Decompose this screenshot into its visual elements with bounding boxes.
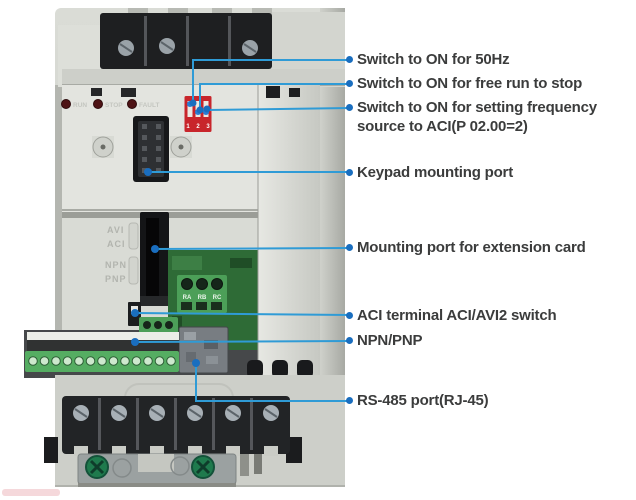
- extension-card-slot: [140, 212, 169, 306]
- power-terminal-block: [62, 396, 290, 456]
- case-label-pnp: PNP: [105, 274, 127, 284]
- upper-panel: RUN STOP FAULT 1 2 3: [61, 85, 258, 212]
- callout-bullet-icon: [346, 56, 353, 63]
- callout-bullet-icon: [346, 169, 353, 176]
- callout-keypad-port: Keypad mounting port: [346, 163, 513, 182]
- control-terminal-strip: [25, 332, 179, 372]
- led-label-fault: FAULT: [139, 102, 159, 109]
- dip-number-3: 3: [206, 124, 210, 130]
- side-cover: [247, 85, 320, 378]
- callout-label: Keypad mounting port: [357, 164, 513, 181]
- rj45-port: [178, 326, 229, 374]
- callout-bullet-icon: [346, 104, 353, 111]
- callout-label: NPN/PNP: [357, 332, 423, 349]
- callout-npn-pnp: NPN/PNP: [346, 331, 422, 350]
- top-terminal-block: [58, 8, 345, 87]
- callout-label: ACI terminal ACI/AVI2 switch: [357, 307, 557, 324]
- callout-bullet-icon: [346, 244, 353, 251]
- dip-switch: 1 2 3: [184, 96, 212, 132]
- leader-anchor-dots: [131, 99, 211, 367]
- callout-label: Switch to ON for setting frequency sourc…: [357, 99, 597, 135]
- print-artifact: [2, 489, 60, 496]
- case-switch-labels: AVI ACI NPN PNP: [105, 222, 139, 285]
- callout-label: Switch to ON for 50Hz: [357, 51, 510, 68]
- case-label-aci: ACI: [107, 239, 126, 249]
- dip-number-1: 1: [186, 124, 190, 130]
- callout-bullet-icon: [346, 337, 353, 344]
- dip-number-2: 2: [196, 124, 200, 130]
- callout-bullet-icon: [346, 312, 353, 319]
- relay-terminal-ra: RA: [183, 295, 192, 301]
- case-label-npn: NPN: [105, 260, 127, 270]
- callout-free-run: Switch to ON for free run to stop: [346, 74, 582, 93]
- led-label-run: RUN: [73, 102, 87, 109]
- callout-label: Mounting port for extension card: [357, 239, 586, 256]
- callout-frequency-source: Switch to ON for setting frequency sourc…: [346, 98, 628, 136]
- callout-label: RS-485 port(RJ-45): [357, 392, 489, 409]
- ground-bracket: [77, 453, 237, 487]
- callout-extension-card: Mounting port for extension card: [346, 238, 586, 257]
- leader-lines: [134, 59, 351, 402]
- callout-label: Switch to ON for free run to stop: [357, 75, 583, 92]
- callout-aci-switch: ACI terminal ACI/AVI2 switch: [346, 306, 557, 325]
- relay-terminal-rc: RC: [213, 295, 222, 301]
- keypad-port: [92, 116, 192, 182]
- status-leds: RUN STOP FAULT: [61, 88, 159, 109]
- callout-bullet-icon: [346, 397, 353, 404]
- callout-bullet-icon: [346, 80, 353, 87]
- case-label-avi: AVI: [107, 225, 124, 235]
- callout-rs485: RS-485 port(RJ-45): [346, 391, 489, 410]
- lower-section: [2, 375, 345, 496]
- led-label-stop: STOP: [105, 102, 123, 109]
- callout-50hz: Switch to ON for 50Hz: [346, 50, 510, 69]
- relay-terminal-block: RA RB RC: [177, 275, 227, 313]
- relay-terminal-rb: RB: [198, 295, 207, 301]
